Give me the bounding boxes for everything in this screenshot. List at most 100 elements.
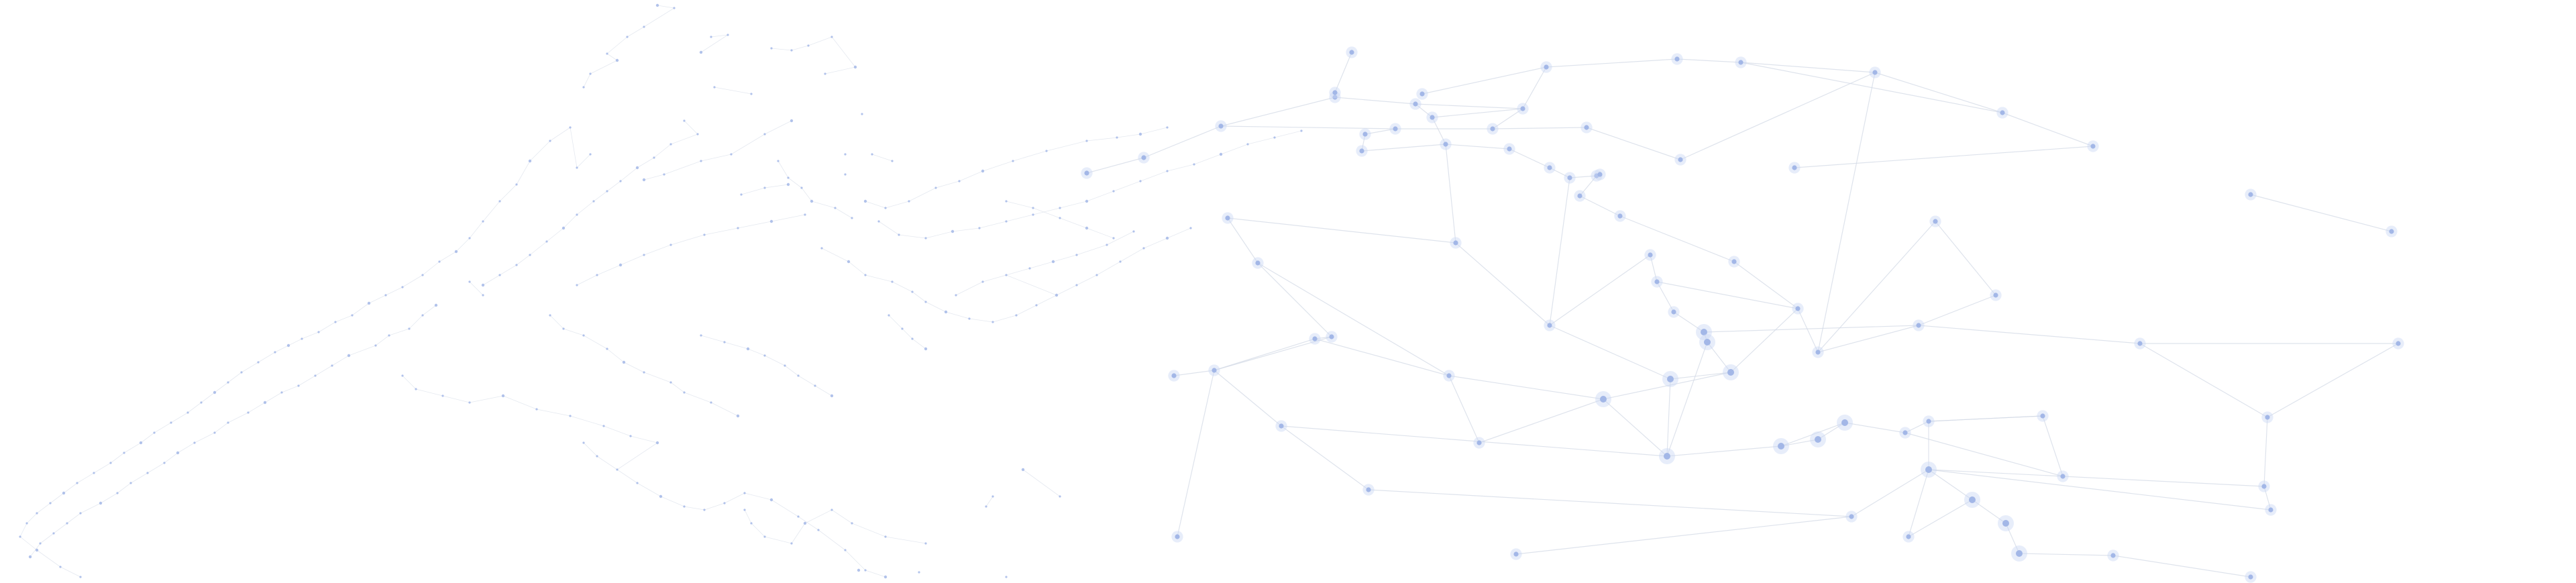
network-edge <box>764 120 792 135</box>
network-edge <box>549 315 564 329</box>
network-edge <box>1113 180 1141 192</box>
network-edge <box>1740 62 1876 73</box>
network-node <box>99 501 103 505</box>
network-node <box>1106 244 1108 246</box>
network-node <box>62 491 66 495</box>
network-node <box>824 72 826 75</box>
network-edge <box>808 36 833 46</box>
network-node <box>2137 341 2143 346</box>
network-edge <box>1479 399 1604 443</box>
network-edge <box>985 496 994 507</box>
network-edge <box>570 127 578 168</box>
network-node <box>1225 215 1230 221</box>
network-node <box>1246 143 1249 146</box>
network-edge <box>2042 415 2063 477</box>
network-node <box>810 199 814 203</box>
network-edge <box>1908 499 1973 537</box>
network-node <box>1738 60 1743 65</box>
network-edge <box>623 362 645 373</box>
network-node <box>561 226 566 230</box>
network-node <box>1477 440 1482 445</box>
network-node <box>2110 553 2116 558</box>
network-edge <box>1167 164 1195 172</box>
network-node <box>1112 190 1115 193</box>
network-node <box>981 169 985 173</box>
network-node <box>1084 170 1089 176</box>
network-edge <box>627 26 645 38</box>
network-node <box>951 229 955 233</box>
network-edge <box>1670 372 1731 380</box>
network-node <box>619 180 622 182</box>
network-edge <box>1227 217 1456 244</box>
network-node <box>1419 91 1425 97</box>
network-edge <box>409 315 423 329</box>
network-edge <box>1928 469 2063 477</box>
network-edge <box>824 66 856 74</box>
network-node <box>1218 123 1224 129</box>
network-node <box>861 113 863 115</box>
network-node <box>769 498 773 502</box>
network-node <box>2016 550 2023 557</box>
network-edge <box>154 422 172 433</box>
network-edge <box>1448 375 1604 400</box>
network-node <box>797 515 800 518</box>
network-edge <box>865 570 886 578</box>
network-node <box>331 364 333 367</box>
network-node <box>804 213 806 216</box>
network-node <box>1513 551 1519 557</box>
network-edge <box>2139 343 2268 418</box>
network-edge <box>791 523 806 544</box>
network-node <box>786 182 790 187</box>
network-node <box>669 143 672 146</box>
network-edge <box>831 509 853 524</box>
network-edge <box>710 402 739 417</box>
network-node <box>700 334 702 337</box>
network-edge <box>1619 215 1735 262</box>
network-edge <box>1666 341 1708 457</box>
network-edge <box>1314 336 1332 339</box>
network-edge <box>804 509 833 524</box>
network-edge <box>653 144 672 158</box>
network-node <box>1055 293 1059 297</box>
network-node <box>227 381 229 384</box>
network-edge <box>36 502 51 514</box>
network-edge <box>885 536 926 544</box>
network-edge <box>845 549 866 571</box>
network-node <box>1142 247 1145 250</box>
network-edge <box>714 87 752 95</box>
network-edge <box>657 5 675 9</box>
network-edge <box>422 305 437 316</box>
network-node <box>924 542 927 545</box>
network-edge <box>643 174 665 180</box>
network-edge <box>590 60 618 74</box>
network-edge <box>865 201 886 209</box>
network-node <box>1219 152 1223 156</box>
network-edge <box>1281 425 1668 457</box>
network-node <box>28 555 32 559</box>
network-node <box>200 401 203 404</box>
network-node <box>1005 274 1008 276</box>
network-edge <box>1780 422 1845 447</box>
network-edge <box>1586 127 1681 160</box>
network-node <box>2002 520 2009 527</box>
network-node <box>1362 131 1368 137</box>
network-edge <box>164 452 178 464</box>
network-edge <box>1214 338 1316 371</box>
network-node <box>545 240 548 243</box>
network-node <box>468 280 471 283</box>
network-edge <box>593 191 608 202</box>
network-edge <box>1006 201 1034 209</box>
network-edge <box>811 201 836 209</box>
network-edge <box>1086 137 1118 142</box>
network-edge <box>620 167 638 182</box>
network-edge <box>643 7 675 28</box>
network-edge <box>1096 261 1121 276</box>
network-edge <box>563 328 584 336</box>
network-node <box>955 294 957 297</box>
network-edge <box>66 513 81 524</box>
network-edge <box>1368 489 1852 517</box>
network-node <box>280 391 283 394</box>
network-edge <box>1549 167 1570 178</box>
network-node <box>703 509 706 511</box>
network-node <box>576 166 578 169</box>
